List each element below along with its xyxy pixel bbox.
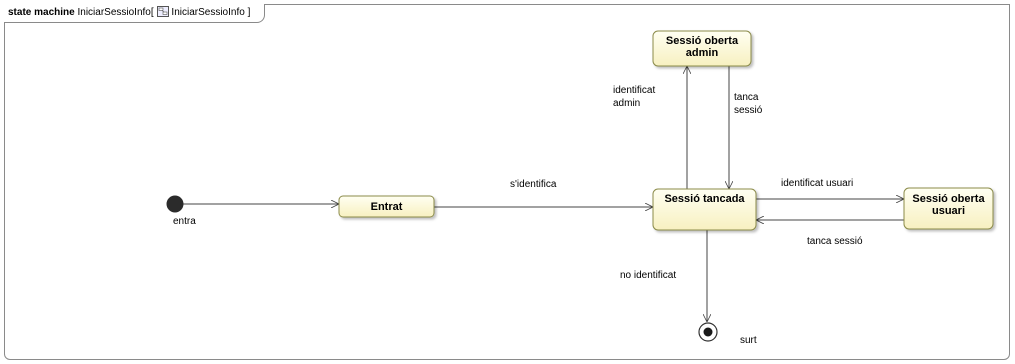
state-machine-icon xyxy=(157,6,170,17)
frame-keyword: state machine xyxy=(8,7,75,18)
frame-reference: IniciarSessioInfo xyxy=(171,7,245,18)
label-no-identificat: no identificat xyxy=(620,270,676,281)
frame-bracket-close: ] xyxy=(247,7,251,18)
state-entrat[interactable]: Entrat xyxy=(338,195,435,218)
state-tancada-label: Sessió tancada xyxy=(664,193,745,205)
state-sessio-oberta-usuari[interactable]: Sessió oberta usuari xyxy=(903,187,994,230)
state-usuari-label-2: usuari xyxy=(932,205,965,217)
frame-bracket-open: [ xyxy=(150,7,154,18)
state-entrat-label: Entrat xyxy=(371,201,403,213)
state-usuari-label-1: Sessió oberta xyxy=(912,193,985,205)
label-tanca-usuari: tanca sessió xyxy=(807,236,863,247)
frame-header: state machine IniciarSessioInfo[ Iniciar… xyxy=(4,4,266,23)
label-tanca-admin-1: tanca xyxy=(734,92,759,103)
label-identificat-admin-2: admin xyxy=(613,98,640,109)
state-admin-label-1: Sessió oberta xyxy=(666,35,739,47)
initial-pseudostate[interactable] xyxy=(166,195,184,213)
label-tanca-admin-2: sessió xyxy=(734,105,763,116)
frame-name: IniciarSessioInfo xyxy=(77,7,151,18)
label-identificat-usuari: identificat usuari xyxy=(781,178,853,189)
label-identificat-admin-1: identificat xyxy=(613,85,655,96)
state-admin-label-2: admin xyxy=(686,47,719,59)
diagram-frame xyxy=(4,4,1010,360)
label-initial: entra xyxy=(173,216,196,227)
label-final: surt xyxy=(740,335,757,346)
label-identifica: s'identifica xyxy=(510,179,557,190)
state-sessio-oberta-admin[interactable]: Sessió oberta admin xyxy=(652,30,752,67)
final-state[interactable] xyxy=(698,322,718,342)
state-sessio-tancada[interactable]: Sessió tancada xyxy=(652,188,757,231)
